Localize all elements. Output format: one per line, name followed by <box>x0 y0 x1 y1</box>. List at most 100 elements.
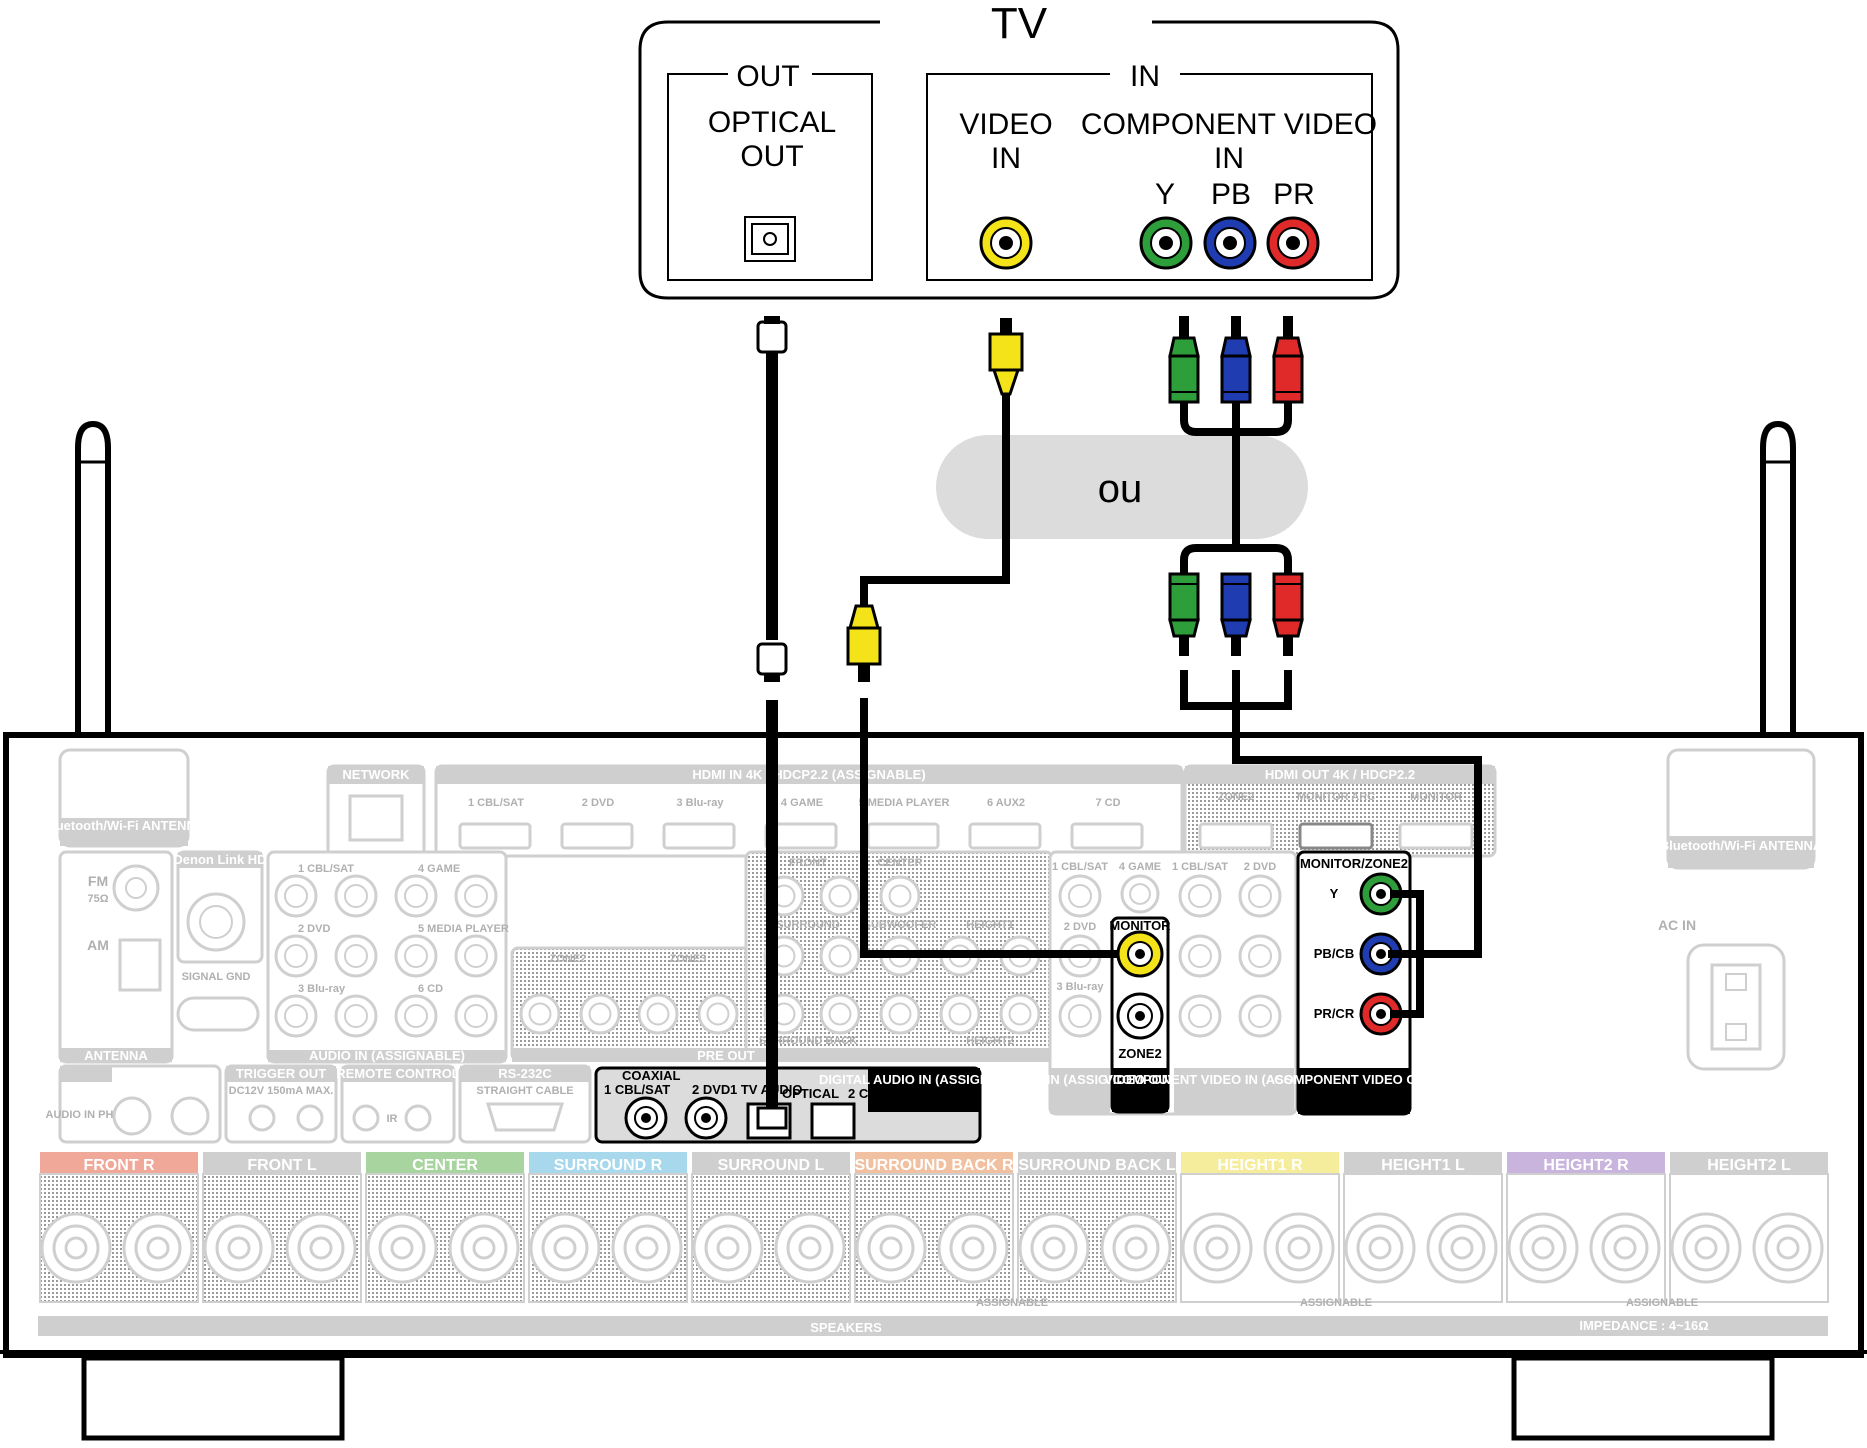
audio-in-label: AUDIO IN (ASSIGNABLE) <box>309 1048 465 1063</box>
video-out-label: VIDEO OUT <box>1104 1072 1176 1087</box>
hdmi-out-label: HDMI OUT 4K / HDCP2.2 <box>1265 767 1415 782</box>
digital-audio-label: DIGITAL AUDIO IN (ASSIGNABLE) <box>819 1072 1029 1087</box>
bt-right-label: Bluetooth/Wi-Fi ANTENNA <box>1660 838 1823 853</box>
video-plug-top <box>988 318 1024 396</box>
component-in-label: COMPONENT VIDEO IN (ASSIGNABLE) <box>1113 1072 1356 1087</box>
speaker-binding-post <box>1018 1212 1090 1284</box>
tv-pb-label: PB <box>1211 178 1251 211</box>
tv-video-in-line1: VIDEO <box>959 108 1052 141</box>
speaker-binding-post <box>937 1212 1009 1284</box>
ir-label: IR <box>387 1113 398 1125</box>
preout-jack <box>819 993 861 1035</box>
component-out-pr-label: PR/CR <box>1314 1006 1355 1021</box>
speaker-channel-label: CENTER <box>412 1157 478 1174</box>
coax-2-label: 2 DVD <box>692 1082 730 1097</box>
speaker-binding-post <box>1100 1212 1172 1284</box>
preout-jack <box>999 993 1041 1035</box>
optical-label: OPTICAL <box>782 1086 839 1101</box>
audio-in-jack <box>454 934 498 978</box>
component-in-jack <box>1178 934 1222 978</box>
speaker-binding-post <box>1344 1212 1416 1284</box>
hdmi-out-port <box>1198 822 1274 850</box>
video-in-jack <box>1058 994 1102 1038</box>
coax-2-jack <box>684 1096 728 1140</box>
assignable-label: ASSIGNABLE <box>1300 1297 1372 1309</box>
tv-optical-out-line1: OPTICAL <box>708 106 836 139</box>
component-plug-pb-bottom <box>1220 572 1252 656</box>
speaker-binding-post <box>1263 1212 1335 1284</box>
tv-title: TV <box>991 0 1048 48</box>
video-plug-bottom <box>846 604 882 682</box>
straight-cable-label: STRAIGHT CABLE <box>476 1085 573 1097</box>
audio-in-jack <box>394 994 438 1038</box>
audio-in-jack <box>394 934 438 978</box>
video-in-input-label: 3 Blu-ray <box>1056 981 1104 993</box>
speaker-channel-label: SURROUND BACK L <box>1018 1157 1176 1174</box>
speaker-channel-header <box>366 1152 524 1174</box>
rs232c-label: RS-232C <box>498 1066 552 1081</box>
speaker-channel-header <box>1018 1152 1176 1174</box>
hdmi-in-port <box>968 822 1042 850</box>
preout-channel-label: SURROUND <box>776 919 840 931</box>
speaker-binding-post <box>285 1212 357 1284</box>
pre-out-label: PRE OUT <box>697 1048 755 1063</box>
speaker-channel-label: SURROUND L <box>718 1157 825 1174</box>
speaker-binding-post <box>448 1212 520 1284</box>
audio-in-jack <box>454 874 498 918</box>
audio-in-jack <box>274 874 318 918</box>
component-out-label: COMPONENT VIDEO OUT <box>1274 1072 1434 1087</box>
component-in-jack <box>1178 994 1222 1038</box>
preout-channel-label: FRONT <box>789 857 827 869</box>
zone3-preout-label: ZONE3 <box>670 953 707 965</box>
speaker-channel-header <box>1670 1152 1828 1174</box>
speaker-binding-post <box>1507 1212 1579 1284</box>
video-zone2-jack <box>1116 992 1164 1040</box>
component-out-pb-label: PB/CB <box>1314 946 1354 961</box>
hdmi-in-port <box>866 822 940 850</box>
component-plug-pb-top <box>1220 316 1252 404</box>
speaker-channel-label: SURROUND R <box>554 1157 663 1174</box>
audio-in-jack <box>274 994 318 1038</box>
audio-in-jack <box>334 934 378 978</box>
optical-cable <box>756 316 788 1130</box>
optical-in-2-jack <box>810 1102 856 1140</box>
component-in-jack <box>1178 874 1222 918</box>
speaker-channel-label: SURROUND BACK R <box>854 1157 1014 1174</box>
hdmi-out-port-label: ZONE2 <box>1218 791 1255 803</box>
tv-optical-out-jack <box>744 216 796 262</box>
tv-y-label: Y <box>1155 178 1175 211</box>
speaker-channel-label: FRONT R <box>83 1157 155 1174</box>
tv-pr-jack <box>1266 216 1320 270</box>
video-in-jack <box>1058 874 1102 918</box>
zone-preout-jack <box>519 993 561 1035</box>
speaker-binding-post <box>529 1212 601 1284</box>
speaker-channel-header <box>529 1152 687 1174</box>
coax-1-label: 1 CBL/SAT <box>604 1082 670 1097</box>
speakers-label: SPEAKERS <box>810 1320 882 1335</box>
audio-in-input-label: 6 CD <box>418 983 443 995</box>
preout-channel-label: CENTER <box>877 857 922 869</box>
tv-in-group-label: IN <box>1130 60 1160 93</box>
tv-video-in-jack <box>979 216 1033 270</box>
speaker-channel-label: HEIGHT2 R <box>1543 1157 1629 1174</box>
speaker-binding-post <box>366 1212 438 1284</box>
speaker-channel-header <box>1344 1152 1502 1174</box>
hdmi-in-port-label: 6 AUX2 <box>987 797 1025 809</box>
impedance-label: IMPEDANCE : 4~16Ω <box>1579 1318 1708 1333</box>
tv-optical-out-line2: OUT <box>740 140 803 173</box>
opt-2-label: 2 CD <box>848 1086 878 1101</box>
preout-jack <box>819 875 861 917</box>
bt-left-label: Bluetooth/Wi-Fi ANTENNA <box>43 818 206 833</box>
speaker-channel-header <box>1181 1152 1339 1174</box>
speaker-channel-header <box>40 1152 198 1174</box>
preout-jack <box>819 935 861 977</box>
fm-label: FM <box>88 873 108 889</box>
component-plug-y-top <box>1168 316 1200 404</box>
tv-panel: TV OUT OPTICAL OUT IN VIDEO IN COMPONENT… <box>638 0 1400 300</box>
speaker-channel-label: HEIGHT1 L <box>1381 1157 1465 1174</box>
assignable-label: ASSIGNABLE <box>1626 1297 1698 1309</box>
component-plug-pr-top <box>1272 316 1304 404</box>
